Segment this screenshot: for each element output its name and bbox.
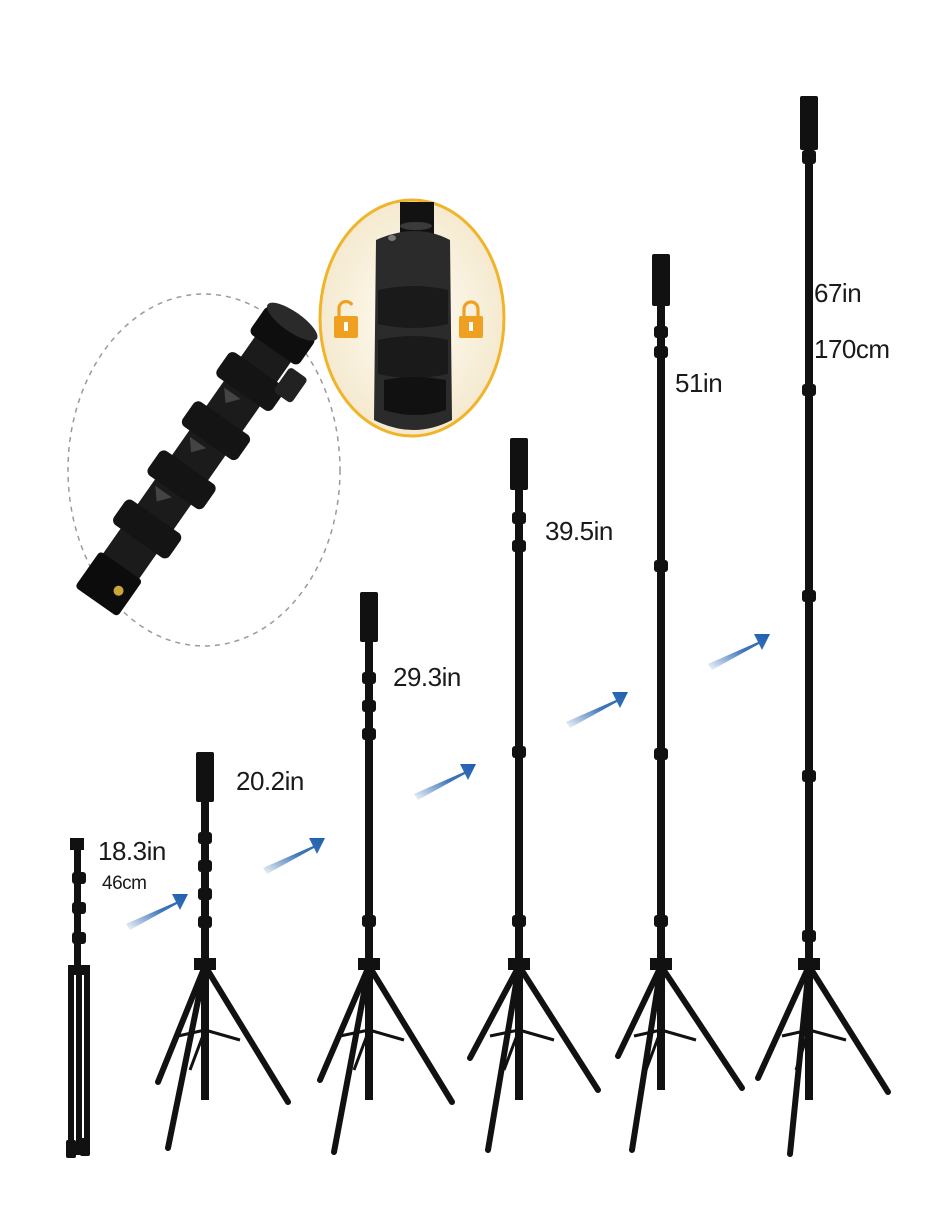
tripod-51in — [615, 254, 745, 1153]
lock-detail-zoom — [318, 198, 506, 438]
height-label-29-3in: 29.3in — [393, 662, 461, 692]
tripod-20-2in — [155, 752, 291, 1151]
arrow-icon — [263, 838, 325, 874]
height-sublabel-170cm: 170cm — [814, 334, 890, 364]
height-sublabel-46cm: 46cm — [102, 873, 147, 894]
tripod-39-5in — [467, 438, 601, 1153]
height-label-51in: 51in — [675, 368, 723, 398]
arrow-icon — [414, 764, 476, 800]
lock-icon — [459, 300, 483, 338]
tripod-29-3in — [317, 592, 455, 1155]
unlock-icon — [334, 299, 358, 338]
height-label-18-3in: 18.3in — [98, 836, 166, 866]
arrow-icon — [566, 692, 628, 728]
height-label-39-5in: 39.5in — [545, 516, 613, 546]
tripod-67in — [755, 96, 891, 1157]
arrow-icon — [126, 894, 188, 930]
tripod-18-3in — [66, 838, 90, 1158]
height-label-20-2in: 20.2in — [236, 766, 304, 796]
arrow-icon — [708, 634, 770, 670]
height-label-67in: 67in — [814, 278, 862, 308]
clamp-detail-zoom — [67, 293, 341, 647]
